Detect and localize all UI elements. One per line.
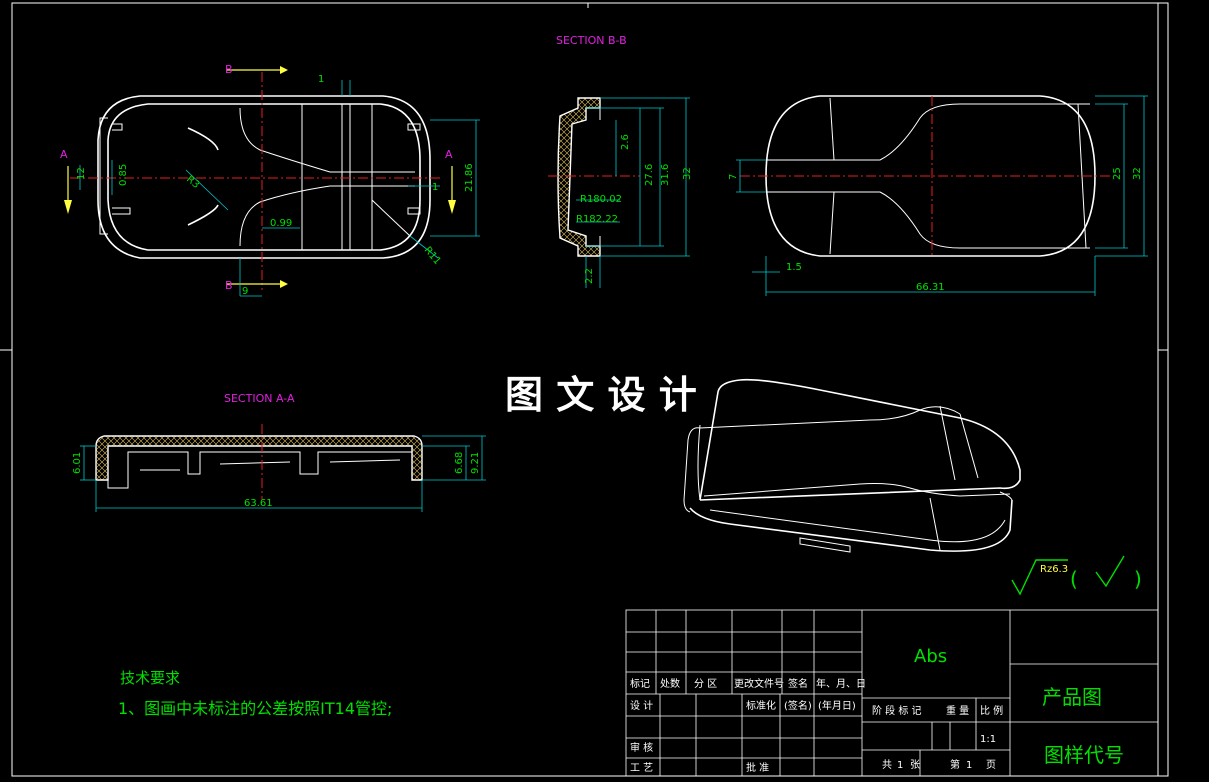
dim-bb-r18002: R180.02 (580, 194, 622, 205)
dim-side-15: 1.5 (786, 262, 802, 273)
cut-label-a-right: A (445, 148, 453, 161)
notes-item-1: 1、图画中未标注的公差按照IT14管控; (118, 699, 392, 718)
roughness-value: Rz6.3 (1040, 564, 1068, 575)
dim-aa-921: 9.21 (470, 452, 481, 474)
tb-change-no: 更改文件号 (734, 677, 784, 690)
tb-stage-mark: 阶 段 标 记 (872, 704, 922, 717)
dim-top-r3: R3 (184, 174, 201, 191)
cut-label-b-bottom: B (225, 279, 233, 292)
watermark: 图 文 设 计 (505, 372, 697, 417)
tb-mark: 标记 (630, 678, 650, 690)
dim-side-32: 32 (1132, 167, 1143, 180)
tb-sheet-value: 1 (966, 760, 972, 771)
dim-top-12: 12 (76, 167, 87, 180)
dim-top-2186: 21.86 (464, 163, 475, 192)
section-aa-view: SECTION A-A 6.01 63.61 6.68 9.21 (72, 392, 486, 512)
dim-top-9: 9 (242, 286, 248, 297)
dim-bb-r18222: R182.22 (576, 214, 618, 225)
tb-approve: 批 准 (746, 761, 769, 774)
tb-review: 审 核 (630, 741, 653, 754)
tb-weight: 重 量 (946, 704, 969, 717)
paren-close: ) (1134, 567, 1142, 591)
tb-standardize: 标准化 (746, 699, 776, 712)
tb-total-value: 1 (897, 760, 903, 771)
dim-bb-316: 31.6 (660, 164, 671, 186)
surface-finish-symbol: Rz6.3 ( ) (1011, 555, 1142, 596)
side-view: 7 1.5 66.31 25 32 (728, 95, 1148, 296)
dim-top-1b: 1 (432, 182, 438, 193)
tb-material: Abs (914, 646, 947, 667)
notes-heading: 技术要求 (120, 669, 180, 687)
tb-date: 年、月、日 (816, 677, 866, 690)
dim-aa-601: 6.01 (72, 452, 83, 474)
tb-drawing-code: 图样代号 (1044, 743, 1124, 767)
dim-top-1: 1 (318, 74, 324, 85)
dim-bb-276: 27.6 (644, 164, 655, 186)
tb-date-paren: (年月日) (818, 699, 856, 712)
tb-scale-value: 1:1 (980, 734, 996, 745)
dim-aa-6361: 63.61 (244, 498, 273, 509)
cut-label-b-top: B (225, 63, 233, 76)
dim-top-r11: R11 (422, 245, 443, 267)
cut-label-a-left: A (60, 148, 68, 161)
dim-bb-22: 2.2 (584, 268, 595, 284)
top-view: B B A A 1 12 0.85 R3 0.99 9 21.86 1 R11 (60, 63, 480, 297)
tb-drawing-name: 产品图 (1042, 685, 1102, 709)
tb-design: 设 计 (630, 699, 653, 712)
tb-page-unit: 页 (986, 759, 996, 771)
paren-open: ( (1070, 567, 1078, 591)
dim-side-7: 7 (728, 174, 739, 180)
tb-process: 工 艺 (630, 762, 653, 774)
tb-sheet-unit: 张 (910, 759, 920, 771)
dim-top-099: 0.99 (270, 218, 292, 229)
tb-sign: 签名 (788, 677, 808, 690)
tb-sign-paren: (签名) (784, 699, 812, 712)
dim-side-25: 25 (1112, 167, 1123, 180)
section-bb-view: SECTION B-B 2.6 27.6 31.6 32 R180.02 R18… (548, 34, 693, 288)
dim-aa-668: 6.68 (454, 452, 465, 474)
section-aa-title: SECTION A-A (224, 392, 295, 405)
tb-zone: 分 区 (694, 678, 717, 690)
tb-scale: 比 例 (980, 704, 1003, 717)
isometric-view (683, 378, 1021, 553)
tb-sheet-label: 第 (950, 758, 960, 771)
tb-count: 处数 (660, 677, 680, 690)
tb-total-label: 共 (882, 759, 892, 771)
dim-side-6631: 66.31 (916, 282, 945, 293)
technical-notes: 技术要求 1、图画中未标注的公差按照IT14管控; (118, 669, 392, 718)
dim-top-085: 0.85 (118, 164, 129, 186)
dim-bb-32: 32 (682, 167, 693, 180)
section-bb-title: SECTION B-B (556, 34, 627, 47)
dim-bb-26: 2.6 (620, 134, 631, 150)
title-block: 标记 处数 分 区 更改文件号 签名 年、月、日 设 计 标准化 (签名) (年… (625, 609, 1159, 777)
